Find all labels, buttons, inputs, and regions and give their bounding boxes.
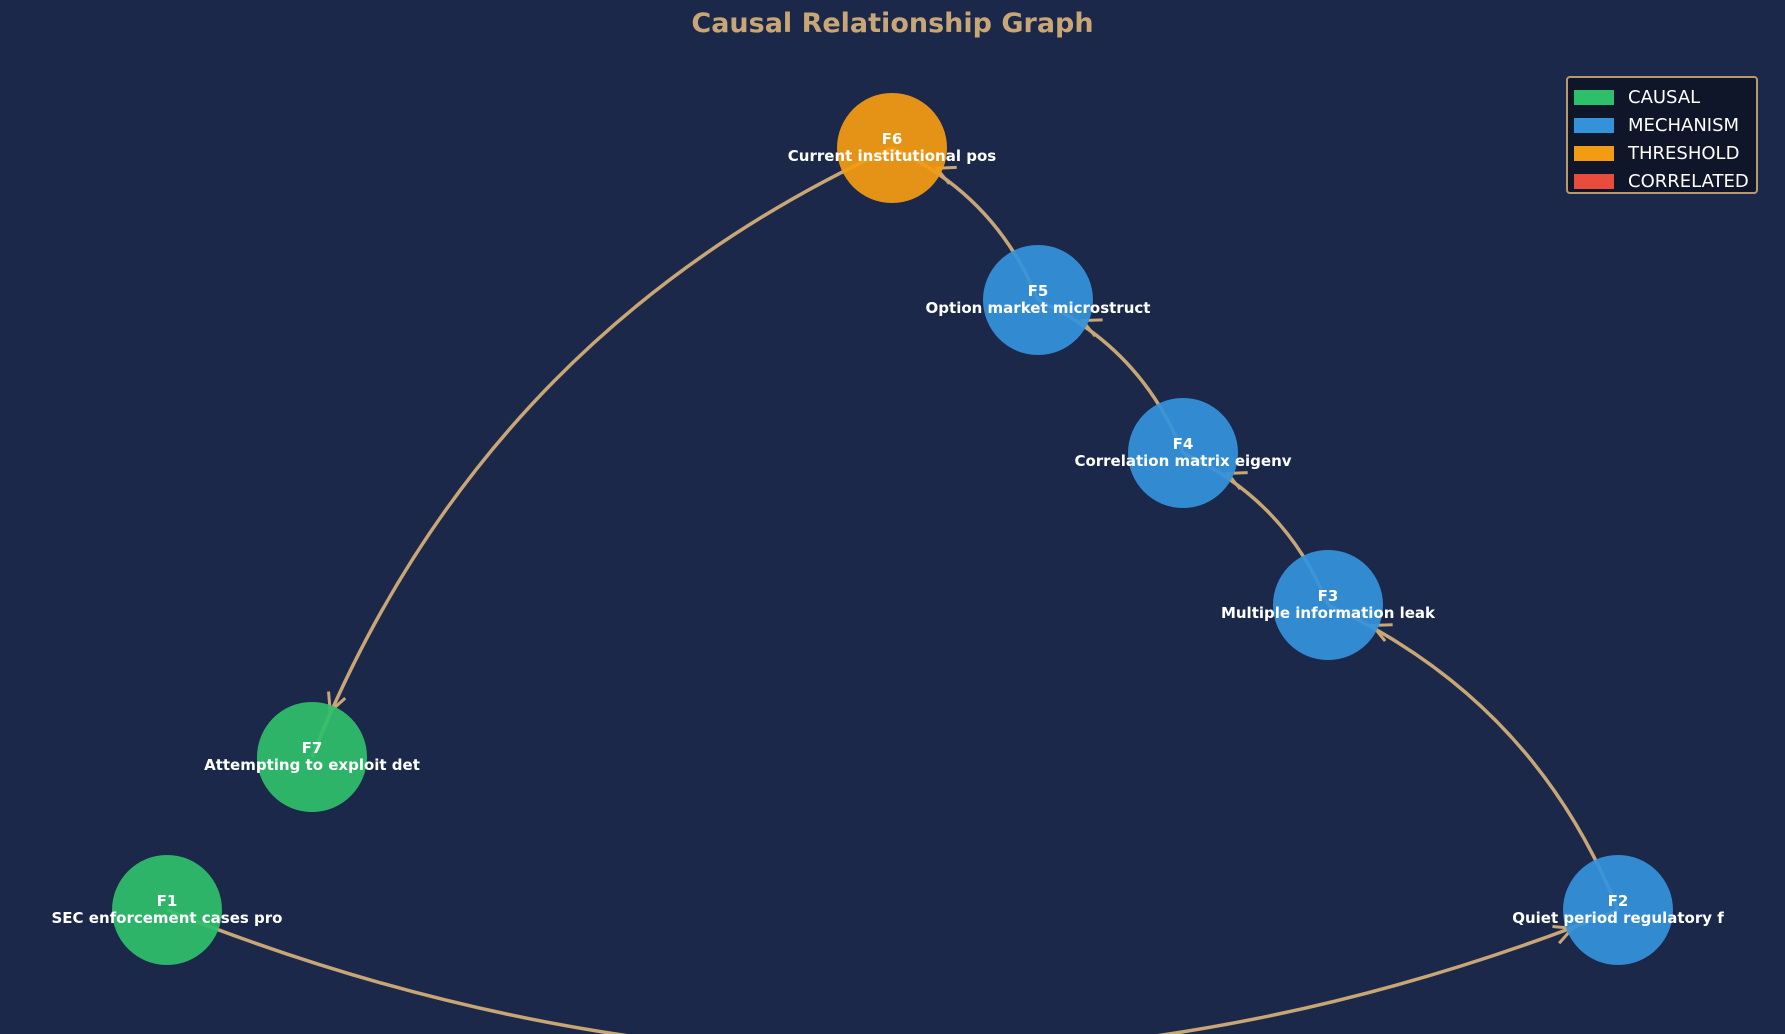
node-label-f6: Current institutional pos [788,147,996,165]
legend-label-threshold: THRESHOLD [1628,142,1740,164]
node-label-f1: SEC enforcement cases pro [51,909,282,927]
legend-label-mechanism: MECHANISM [1628,114,1740,136]
node-circle-f2[interactable] [1563,855,1673,965]
node-label-f5: Option market microstruct [926,299,1151,317]
legend-swatch-threshold [1574,145,1614,161]
legend-swatch-causal [1574,89,1614,105]
legend-item-threshold: THRESHOLD [1574,139,1750,167]
edge-F1-F2 [166,908,1619,1034]
graph-title: Causal Relationship Graph [691,8,1094,39]
edges-layer [166,146,1620,1034]
node-circle-f3[interactable] [1273,550,1383,660]
node-label-f2: Quiet period regulatory f [1512,909,1724,927]
legend-swatch-correlated [1574,173,1614,189]
node-id-f4: F4 [1173,435,1194,453]
legend-item-causal: CAUSAL [1574,83,1750,111]
legend-item-mechanism: MECHANISM [1574,111,1750,139]
node-id-f6: F6 [882,130,903,148]
node-circle-f6[interactable] [837,93,947,203]
node-circle-f1[interactable] [112,855,222,965]
legend-label-causal: CAUSAL [1628,86,1701,108]
node-circle-f4[interactable] [1128,398,1238,508]
node-circle-f7[interactable] [257,702,367,812]
node-circle-f5[interactable] [983,245,1093,355]
node-id-f3: F3 [1318,587,1339,605]
legend-item-correlated: CORRELATED [1574,167,1750,195]
node-id-f1: F1 [157,892,178,910]
edge-F6-F7 [310,146,893,758]
node-id-f5: F5 [1028,282,1049,300]
edge-F2-F3 [1327,603,1620,911]
legend-swatch-mechanism [1574,117,1614,133]
node-id-f7: F7 [302,739,323,757]
node-label-f4: Correlation matrix eigenv [1074,452,1291,470]
node-label-f7: Attempting to exploit det [204,756,420,774]
node-id-f2: F2 [1608,892,1629,910]
legend-label-correlated: CORRELATED [1628,170,1749,192]
node-label-f3: Multiple information leak [1221,604,1436,622]
legend: CAUSAL MECHANISM THRESHOLD CORRELATED [1566,76,1758,194]
